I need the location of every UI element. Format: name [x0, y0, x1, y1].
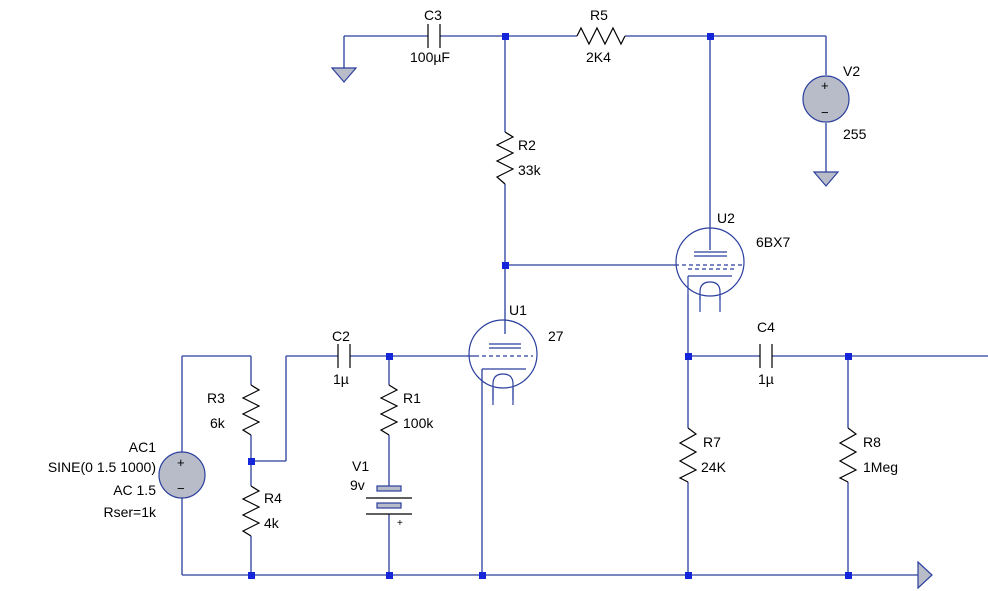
r2-name: R2: [518, 137, 536, 153]
wires: [181, 35, 988, 576]
node: [479, 572, 486, 579]
junction-nodes: [248, 33, 852, 579]
c4-name: C4: [757, 319, 775, 335]
resistor-r8: R8 1Meg: [838, 427, 898, 483]
resistor-r5: R5 2K4: [576, 7, 626, 65]
c2-name: C2: [332, 328, 350, 344]
node: [685, 353, 692, 360]
u1-name: U1: [509, 302, 527, 318]
resistor-r2: R2 33k: [495, 131, 542, 185]
capacitor-c2: C2 1µ: [332, 328, 351, 387]
v2-minus: −: [821, 105, 829, 120]
capacitor-c3: C3 100µF: [410, 7, 450, 65]
v1-plus: +: [397, 518, 403, 529]
r7-name: R7: [703, 434, 721, 450]
resistor-r7: R7 24K: [678, 427, 727, 483]
ac1-line3: Rser=1k: [103, 504, 157, 520]
v2-plus: +: [821, 78, 829, 93]
node: [845, 353, 852, 360]
ac-source-ac1: + − AC1 SINE(0 1.5 1000) AC 1.5 Rser=1k: [48, 439, 206, 520]
vacuum-tube-u2: U2 6BX7: [675, 210, 790, 312]
node: [386, 353, 393, 360]
r5-value: 2K4: [586, 49, 611, 65]
ac1-line2: AC 1.5: [113, 482, 156, 498]
resistor-r3: R3 6k: [207, 384, 261, 436]
ac1-name: AC1: [129, 439, 156, 455]
c3-value: 100µF: [410, 49, 450, 65]
ground-symbol-c3: [330, 67, 358, 83]
c3-name: C3: [424, 7, 442, 23]
resistor-r4: R4 4k: [241, 485, 282, 537]
resistor-r1: R1 100k: [379, 384, 434, 436]
u2-value: 6BX7: [756, 234, 790, 250]
v1-value: 9v: [350, 477, 365, 493]
r4-name: R4: [264, 490, 282, 506]
u1-value: 27: [548, 328, 564, 344]
node: [248, 458, 255, 465]
node: [386, 572, 393, 579]
v1-name: V1: [352, 458, 369, 474]
c2-value: 1µ: [333, 371, 349, 387]
ground-symbol-v2: [812, 171, 840, 187]
r5-name: R5: [590, 7, 608, 23]
ac1-minus: −: [177, 481, 185, 496]
node: [502, 262, 509, 269]
ac1-plus: +: [177, 455, 185, 470]
r8-value: 1Meg: [863, 459, 898, 475]
capacitor-c4: C4 1µ: [757, 319, 775, 387]
v2-name: V2: [843, 63, 860, 79]
r3-value: 6k: [210, 415, 226, 431]
ac1-line1: SINE(0 1.5 1000): [48, 459, 156, 475]
r3-name: R3: [207, 390, 225, 406]
node: [685, 572, 692, 579]
node: [502, 33, 509, 40]
ground-symbol-bottom: [917, 560, 933, 590]
r7-value: 24K: [701, 459, 727, 475]
r1-value: 100k: [403, 415, 434, 431]
battery-v1: V1 9v +: [350, 458, 412, 529]
c4-value: 1µ: [758, 371, 774, 387]
r1-name: R1: [403, 390, 421, 406]
v2-value: 255: [843, 126, 867, 142]
r8-name: R8: [863, 434, 881, 450]
r4-value: 4k: [264, 515, 280, 531]
u2-name: U2: [717, 210, 735, 226]
node: [248, 572, 255, 579]
node: [707, 33, 714, 40]
vacuum-tube-u1: U1 27: [468, 302, 564, 405]
r2-value: 33k: [518, 162, 542, 178]
node: [845, 572, 852, 579]
voltage-source-v2: + − V2 255: [802, 63, 867, 142]
